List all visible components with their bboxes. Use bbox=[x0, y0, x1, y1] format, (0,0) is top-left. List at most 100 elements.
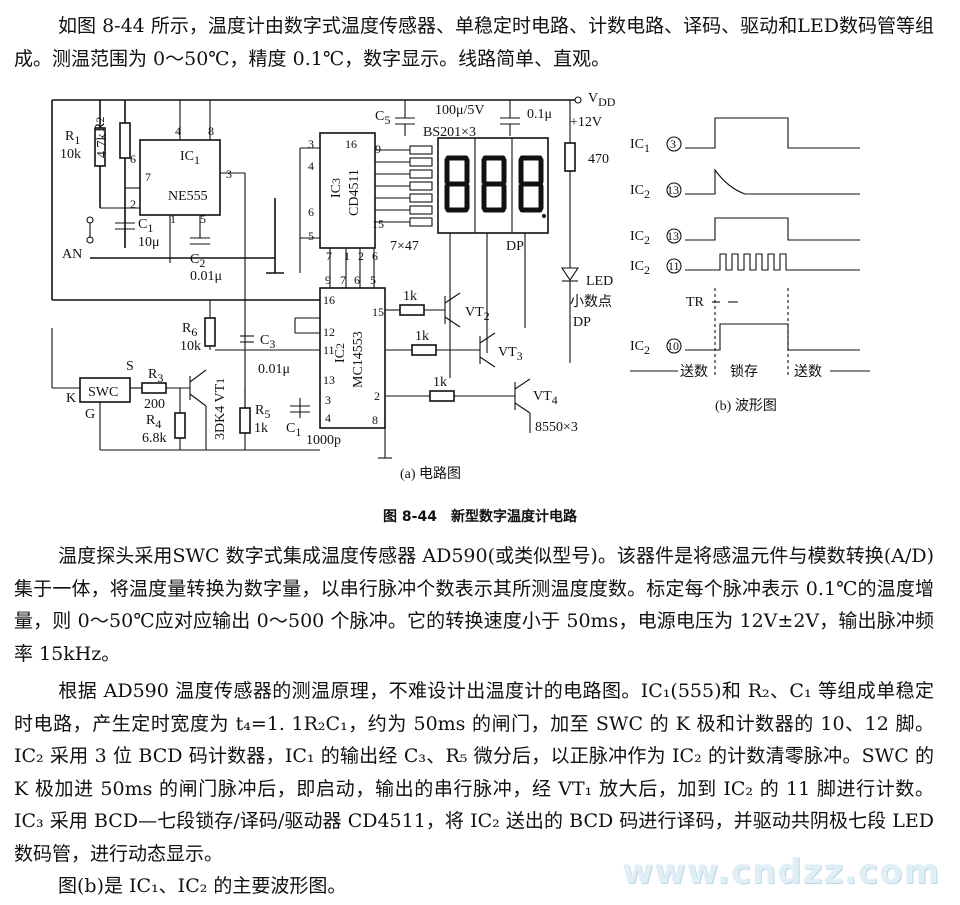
svg-text:5: 5 bbox=[200, 212, 206, 226]
supply-label: +12V bbox=[570, 115, 602, 130]
svg-text:7×47: 7×47 bbox=[390, 239, 419, 254]
svg-text:5: 5 bbox=[308, 229, 314, 243]
svg-text:VT2: VT2 bbox=[465, 305, 490, 323]
svg-text:IC3: IC3 bbox=[329, 178, 344, 198]
svg-text:VDD: VDD bbox=[588, 91, 616, 109]
svg-text:S: S bbox=[126, 359, 134, 374]
svg-text:200: 200 bbox=[144, 397, 165, 412]
waveform-diagram: IC1 3 IC2 13 IC2 13 IC2 11 TR IC2 10 送数 … bbox=[630, 117, 870, 414]
svg-text:R1: R1 bbox=[65, 129, 80, 147]
svg-text:10μ: 10μ bbox=[138, 235, 160, 250]
svg-text:锁存: 锁存 bbox=[730, 364, 758, 380]
ic1-ne555 bbox=[139, 139, 221, 216]
svg-text:C3: C3 bbox=[260, 333, 275, 351]
svg-text:3DK4 VT1: 3DK4 VT1 bbox=[213, 378, 228, 440]
body-paragraph-2: 根据 AD590 温度传感器的测温原理，不难设计出温度计的电路图。IC₁(555… bbox=[14, 680, 934, 865]
subfigure-a-label: (a) 电路图 bbox=[400, 466, 461, 482]
svg-text:C1: C1 bbox=[286, 421, 301, 439]
svg-text:6.8k: 6.8k bbox=[142, 431, 167, 446]
svg-text:IC2: IC2 bbox=[333, 343, 348, 363]
svg-text:C2: C2 bbox=[190, 252, 205, 270]
svg-text:11: 11 bbox=[668, 259, 680, 273]
svg-text:10k: 10k bbox=[180, 339, 201, 354]
svg-text:R6: R6 bbox=[182, 321, 197, 339]
svg-text:8550×3: 8550×3 bbox=[535, 420, 578, 435]
svg-text:C5: C5 bbox=[375, 109, 390, 127]
svg-text:4.7k: 4.7k bbox=[95, 134, 110, 159]
svg-text:K: K bbox=[66, 391, 76, 406]
svg-text:VT3: VT3 bbox=[498, 345, 523, 363]
svg-text:送数: 送数 bbox=[680, 364, 708, 380]
ic3-cd4511 bbox=[319, 132, 376, 249]
svg-text:4: 4 bbox=[175, 124, 181, 138]
svg-text:2: 2 bbox=[358, 249, 364, 263]
svg-text:MC14553: MC14553 bbox=[351, 331, 366, 388]
svg-text:SWC: SWC bbox=[88, 385, 118, 400]
an-label: AN bbox=[62, 247, 82, 262]
svg-text:VT4: VT4 bbox=[533, 389, 558, 407]
svg-text:IC1: IC1 bbox=[180, 149, 200, 167]
circuit-figure: VDD +12V C5 100μ/5V 0.1μ BS201×3 R1 10k … bbox=[51, 91, 870, 482]
svg-text:IC2: IC2 bbox=[630, 183, 650, 201]
ic2-mc14553 bbox=[319, 287, 386, 429]
svg-text:6: 6 bbox=[308, 205, 314, 219]
svg-text:8: 8 bbox=[372, 413, 378, 427]
svg-text:1000p: 1000p bbox=[306, 433, 341, 448]
svg-text:0.01μ: 0.01μ bbox=[190, 269, 222, 284]
svg-text:1k: 1k bbox=[433, 375, 447, 390]
svg-text:15: 15 bbox=[372, 305, 384, 319]
svg-text:7: 7 bbox=[340, 273, 346, 287]
svg-text:R2: R2 bbox=[93, 117, 108, 132]
svg-text:小数点: 小数点 bbox=[570, 294, 612, 310]
svg-text:0.01μ: 0.01μ bbox=[258, 362, 290, 377]
svg-text:8: 8 bbox=[208, 124, 214, 138]
site-watermark: www.cndzz.com bbox=[621, 852, 940, 892]
svg-text:9: 9 bbox=[375, 142, 381, 156]
svg-text:16: 16 bbox=[323, 293, 335, 307]
svg-text:NE555: NE555 bbox=[168, 189, 208, 204]
swc-sensor bbox=[79, 377, 131, 403]
svg-text:IC2: IC2 bbox=[630, 339, 650, 357]
svg-text:3: 3 bbox=[226, 167, 232, 181]
svg-text:IC2: IC2 bbox=[630, 259, 650, 277]
c5-value: 100μ/5V bbox=[435, 103, 485, 118]
svg-text:IC2: IC2 bbox=[630, 229, 650, 247]
svg-text:6: 6 bbox=[130, 152, 136, 166]
display-label: BS201×3 bbox=[423, 125, 476, 140]
svg-text:9: 9 bbox=[325, 273, 331, 287]
svg-text:6: 6 bbox=[354, 273, 360, 287]
svg-text:4: 4 bbox=[325, 411, 331, 425]
svg-text:R5: R5 bbox=[255, 403, 270, 421]
svg-text:DP: DP bbox=[573, 315, 591, 330]
svg-text:4: 4 bbox=[308, 159, 314, 173]
svg-text:CD4511: CD4511 bbox=[347, 169, 362, 216]
svg-text:7: 7 bbox=[145, 170, 151, 184]
r1-value: 10k bbox=[60, 147, 81, 162]
svg-text:DP: DP bbox=[506, 239, 524, 254]
subfigure-b-label: (b) 波形图 bbox=[715, 398, 777, 414]
svg-text:5: 5 bbox=[370, 273, 376, 287]
svg-text:15: 15 bbox=[372, 217, 384, 231]
svg-text:7: 7 bbox=[326, 249, 332, 263]
svg-text:3: 3 bbox=[325, 393, 331, 407]
svg-text:2: 2 bbox=[130, 197, 136, 211]
svg-text:6: 6 bbox=[372, 249, 378, 263]
svg-text:13: 13 bbox=[667, 183, 679, 197]
svg-text:2: 2 bbox=[374, 389, 380, 403]
svg-text:LED: LED bbox=[586, 274, 613, 289]
svg-text:1k: 1k bbox=[254, 421, 268, 436]
svg-text:3: 3 bbox=[670, 137, 676, 151]
intro-paragraph: 如图 8-44 所示，温度计由数字式温度传感器、单稳定时电路、计数电路、译码、驱… bbox=[14, 15, 934, 70]
svg-text:13: 13 bbox=[323, 373, 335, 387]
svg-text:16: 16 bbox=[345, 137, 357, 151]
svg-text:TR: TR bbox=[686, 295, 705, 310]
svg-text:R3: R3 bbox=[148, 367, 163, 385]
svg-text:12: 12 bbox=[323, 325, 335, 339]
svg-text:R4: R4 bbox=[146, 413, 161, 431]
figure-caption: 图 8-44 新型数字温度计电路 bbox=[383, 509, 577, 525]
body-paragraph-1: 温度探头采用SWC 数字式集成温度传感器 AD590(或类似型号)。该器件是将感… bbox=[14, 545, 934, 665]
c-0.1u-value: 0.1μ bbox=[527, 107, 552, 122]
svg-text:送数: 送数 bbox=[794, 364, 822, 380]
svg-text:1: 1 bbox=[344, 249, 350, 263]
svg-text:1: 1 bbox=[170, 212, 176, 226]
